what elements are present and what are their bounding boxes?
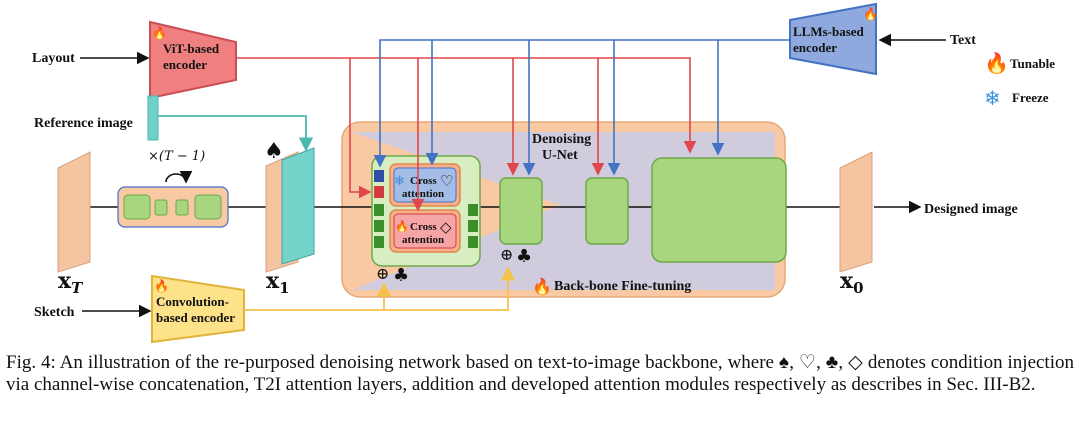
plus-symbol-2: ⊕ (500, 245, 513, 264)
xT-image (57, 151, 91, 273)
llm-flame-icon: 🔥 (863, 7, 878, 21)
concat-channel-blue (374, 170, 384, 182)
vit-route-main (236, 57, 697, 154)
feature-channel-3 (374, 236, 384, 248)
spade-symbol: ♠ (264, 139, 284, 164)
cross-attention-2-label-b: attention (402, 234, 444, 246)
x0-image (839, 151, 873, 273)
llm-label-2: encoder (793, 40, 837, 55)
cross-attention-frozen-inner (393, 167, 457, 203)
vit-route-down (349, 58, 372, 199)
backbone-label: Back-bone Fine-tuning (554, 279, 691, 294)
vit-flame-icon: 🔥 (152, 26, 167, 40)
figure-caption: Fig. 4: An illustration of the re-purpos… (6, 352, 1074, 395)
legend-tunable-icon: 🔥 (984, 51, 1009, 75)
conv-label-1: Convolution- (156, 294, 229, 309)
vit-encoder (149, 20, 237, 100)
conv-encoder (151, 274, 245, 344)
diamond-symbol: ◇ (440, 218, 452, 236)
sketch-label: Sketch (34, 305, 75, 320)
llm-route-main (373, 39, 790, 168)
concat-channel-red (374, 186, 384, 198)
repeat-label: ×(T − 1) (148, 149, 205, 164)
x1-concat-layer (281, 147, 315, 265)
x1-label: x1 (266, 268, 290, 297)
legend-tunable-label: Tunable (1010, 56, 1055, 71)
repeat-inner-4 (194, 194, 222, 220)
cross-attention-tunable-inner (393, 213, 457, 249)
text-label: Text (950, 33, 976, 48)
conv-flame-icon: 🔥 (154, 279, 169, 293)
freeze-snowflake-icon: ❄ (394, 174, 405, 189)
club-symbol-2: ♣ (516, 246, 532, 267)
llm-label-1: LLMs-based (793, 24, 865, 39)
cross-attention-1-label-a: Cross (410, 175, 437, 187)
x0-label: x0 (840, 268, 864, 297)
heart-symbol: ♡ (440, 172, 453, 190)
feature-channel-4 (468, 204, 478, 216)
diagram-canvas: 🔥 ViT-based encoder 🔥 LLMs-based encoder… (32, 2, 1055, 344)
repeat-inner-2 (154, 199, 168, 216)
cross-attention-2-label-a: Cross (410, 221, 437, 233)
plus-symbol-1: ⊕ (376, 264, 389, 283)
feature-channel-1 (374, 204, 384, 216)
llm-encoder (789, 2, 877, 76)
feature-channel-5 (468, 220, 478, 232)
repeat-inner-1 (123, 194, 151, 220)
reference-arrow (158, 115, 314, 152)
conv-route-main (244, 266, 516, 311)
repeat-loop-icon (165, 170, 193, 184)
backbone-flame-icon: 🔥 (532, 277, 552, 296)
unet-mid-block-1 (499, 177, 543, 245)
xT-label: xT (58, 268, 84, 297)
tunable-flame-icon-inner: 🔥 (395, 220, 409, 233)
unet-up-block (651, 157, 787, 263)
club-symbol-1: ♣ (393, 265, 409, 286)
layout-label: Layout (32, 51, 75, 66)
vit-label-1: ViT-based (163, 41, 220, 56)
unet-title-1: Denoising (532, 132, 591, 147)
unet-mid-block-2 (585, 177, 629, 245)
cross-attention-1-label-b: attention (402, 188, 444, 200)
reference-label: Reference image (34, 116, 133, 131)
conv-label-2: based encoder (156, 310, 235, 325)
output-label: Designed image (924, 202, 1018, 217)
feature-channel-2 (374, 220, 384, 232)
repeat-inner-3 (175, 199, 189, 216)
reference-image-block (147, 95, 159, 141)
legend-freeze-label: Freeze (1012, 90, 1049, 105)
unet-title-2: U-Net (542, 148, 578, 163)
vit-label-2: encoder (163, 57, 207, 72)
legend-freeze-icon: ❄ (984, 86, 1001, 110)
feature-channel-6 (468, 236, 478, 248)
